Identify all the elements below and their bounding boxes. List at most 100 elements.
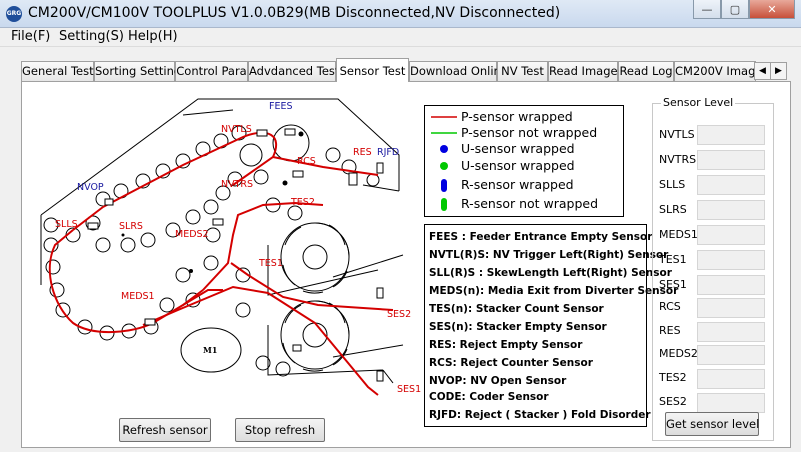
- abbreviation-box: FEES : Feeder Entrance Empty Sensor NVTL…: [424, 224, 679, 427]
- red-line-icon: [431, 116, 457, 118]
- abbreviation-line: RES: Reject Empty Sensor: [429, 339, 583, 351]
- sensor-value-tes2: [697, 369, 765, 389]
- legend-item: P-sensor not wrapped: [425, 125, 623, 141]
- transport-path: [48, 131, 394, 396]
- abbreviation-line: RCS: Reject Counter Sensor: [429, 357, 593, 369]
- label-ses2: SES2: [387, 309, 411, 320]
- abbreviation-line: SLL(R)S : SkewLength Left(Right) Sensor: [429, 267, 672, 279]
- sensor-label: SES2: [659, 395, 687, 408]
- tab-scroll-left-icon[interactable]: ◀: [754, 62, 771, 80]
- menu-setting[interactable]: Setting(S): [59, 29, 124, 44]
- sensor-value-res: [697, 322, 765, 342]
- sensor-label: NVTLS: [659, 128, 695, 141]
- abbreviation-line: NVTL(R)S: NV Trigger Left(Right) Sensor: [429, 249, 669, 261]
- sensor-label: RCS: [659, 300, 681, 313]
- minimize-button[interactable]: —: [693, 0, 721, 19]
- green-dot-icon: [440, 162, 448, 170]
- sensor-dots: [121, 131, 304, 273]
- sensor-value-meds2: [697, 345, 765, 365]
- sensor-value-slls: [697, 175, 765, 195]
- machine-diagram: M1: [40, 98, 421, 396]
- window-title: CM200V/CM100V TOOLPLUS V1.0.0B29(MB Disc…: [28, 5, 561, 21]
- menu-file[interactable]: File(F): [11, 29, 51, 44]
- tab-read-log[interactable]: Read Log: [618, 61, 674, 81]
- abbreviation-line: NVOP: NV Open Sensor: [429, 375, 567, 387]
- label-slls: SLLS: [55, 219, 78, 230]
- abbreviation-line: TES(n): Stacker Count Sensor: [429, 303, 604, 315]
- label-meds2: MEDS2: [175, 229, 209, 240]
- legend-item: R-sensor not wrapped: [425, 196, 623, 212]
- label-tes2: TES2: [290, 197, 315, 208]
- sensor-label: MEDS1: [659, 228, 698, 241]
- label-tes1: TES1: [258, 258, 283, 269]
- close-button[interactable]: ✕: [749, 0, 795, 19]
- sensor-label: SLRS: [659, 203, 687, 216]
- tab-strip: General Test Sorting Setting Control Par…: [21, 58, 788, 82]
- motor-m1: [180, 327, 242, 373]
- label-nvop: NVOP: [77, 182, 104, 193]
- sensor-label: NVTRS: [659, 153, 697, 166]
- sensor-value-nvtls: [697, 125, 765, 145]
- label-res: RES: [353, 147, 372, 158]
- abbreviation-line: SES(n): Stacker Empty Sensor: [429, 321, 607, 333]
- get-sensor-level-button[interactable]: Get sensor level: [665, 412, 759, 436]
- sensor-label: SES1: [659, 278, 687, 291]
- tab-scroll-right-icon[interactable]: ▶: [770, 62, 787, 80]
- sensor-label: SLLS: [659, 178, 686, 191]
- legend-box: P-sensor wrapped P-sensor not wrapped U-…: [424, 105, 624, 217]
- motor-m1-label: M1: [203, 345, 217, 355]
- tab-nv-test[interactable]: NV Test: [497, 61, 548, 81]
- sensor-label: MEDS2: [659, 347, 698, 360]
- title-bar: GRG CM200V/CM100V TOOLPLUS V1.0.0B29(MB …: [0, 0, 801, 28]
- stop-refresh-button[interactable]: Stop refresh: [235, 418, 325, 442]
- sensor-level-group: Sensor Level NVTLS NVTRS SLLS SLRS MEDS1…: [652, 96, 774, 441]
- sensor-value-tes1: [697, 250, 765, 270]
- sensor-label: TES2: [659, 371, 687, 384]
- tab-advanced-test[interactable]: Advdanced Test: [248, 61, 339, 81]
- sensor-value-meds1: [697, 225, 765, 245]
- tab-cm200v-image[interactable]: CM200V Image: [674, 61, 762, 81]
- sensor-value-ses1: [697, 275, 765, 295]
- blue-dot-icon: [440, 145, 448, 153]
- label-rjfd: RJFD: [377, 147, 399, 158]
- tab-download-online[interactable]: Download Online: [409, 61, 508, 81]
- tab-sensor-test[interactable]: Sensor Test: [336, 58, 409, 82]
- label-fees: FEES: [269, 101, 293, 112]
- sensor-markers: [87, 128, 384, 352]
- sensor-label: RES: [659, 324, 681, 337]
- refresh-sensor-button[interactable]: Refresh sensor: [119, 418, 211, 442]
- sensor-value-rcs: [697, 298, 765, 318]
- stacker-trays: [267, 245, 404, 384]
- sensor-level-title: Sensor Level: [661, 96, 736, 109]
- sensor-value-nvtrs: [697, 150, 765, 170]
- menu-help[interactable]: Help(H): [128, 29, 178, 44]
- sensor-test-panel: [21, 81, 791, 448]
- label-rcs: RCS: [297, 156, 316, 167]
- abbreviation-line: FEES : Feeder Entrance Empty Sensor: [429, 231, 653, 243]
- window-controls: — ▢ ✕: [693, 0, 795, 19]
- sensor-label: TES1: [659, 253, 687, 266]
- legend-item: P-sensor wrapped: [425, 109, 623, 125]
- sensor-value-ses2: [697, 393, 765, 413]
- menu-bar: File(F) Setting(S) Help(H): [0, 28, 801, 47]
- blue-pill-icon: [441, 179, 447, 192]
- green-line-icon: [431, 132, 457, 134]
- abbreviation-line: MEDS(n): Media Exit from Diverter Sensor: [429, 285, 679, 297]
- legend-item: U-sensor wrapped: [425, 141, 623, 157]
- app-logo-icon: GRG: [6, 6, 22, 22]
- tab-general-test[interactable]: General Test: [21, 61, 94, 81]
- label-nvtrs: NVTRS: [221, 179, 253, 190]
- tab-read-image[interactable]: Read Image: [548, 61, 618, 81]
- label-ses1: SES1: [397, 384, 421, 395]
- label-meds1: MEDS1: [121, 291, 155, 302]
- abbreviation-line: CODE: Coder Sensor: [429, 391, 549, 403]
- maximize-button[interactable]: ▢: [721, 0, 749, 19]
- legend-item: R-sensor wrapped: [425, 177, 623, 193]
- label-nvtls: NVTLS: [221, 124, 252, 135]
- stacker-wheel-1: [280, 222, 350, 294]
- label-slrs: SLRS: [119, 221, 143, 232]
- tab-sorting-setting[interactable]: Sorting Setting: [94, 61, 181, 81]
- tab-control-para[interactable]: Control Para: [175, 61, 248, 81]
- legend-item: U-sensor wrapped: [425, 158, 623, 174]
- stacker-wheel-2: [280, 300, 350, 372]
